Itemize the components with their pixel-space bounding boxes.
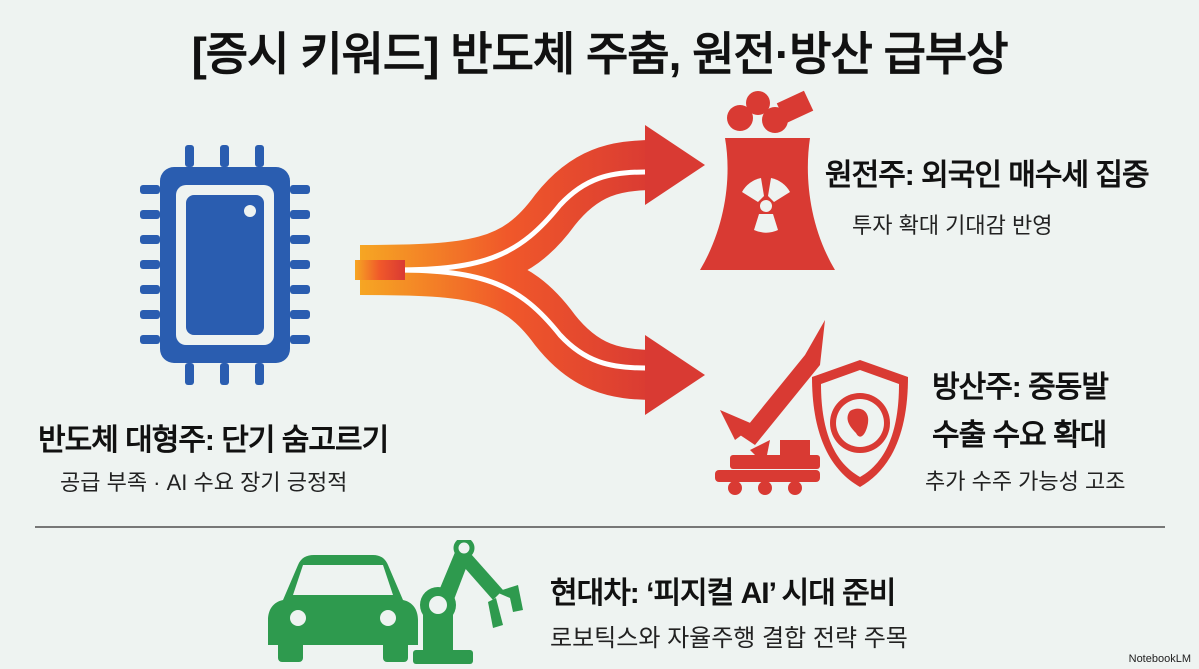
hyundai-heading: 현대차: ‘피지컬 AI’ 시대 준비 xyxy=(550,577,896,610)
defense-heading-line2: 수출 수요 확대 xyxy=(932,419,1107,452)
defense-sub: 추가 수주 가능성 고조 xyxy=(925,469,1126,494)
defense-heading-line1: 방산주: 중동발 xyxy=(932,371,1109,404)
chip-icon xyxy=(140,145,310,385)
semiconductor-sub: 공급 부족 · AI 수요 장기 긍정적 xyxy=(60,470,348,495)
nuclear-sub: 투자 확대 기대감 반영 xyxy=(852,213,1053,238)
car-robot-arm-icon xyxy=(268,540,523,664)
nuclear-heading: 원전주: 외국인 매수세 집중 xyxy=(825,159,1150,192)
divider xyxy=(35,526,1165,528)
semiconductor-heading: 반도체 대형주: 단기 숨고르기 xyxy=(38,424,389,457)
split-arrow-icon xyxy=(355,125,705,415)
page-title: [증시 키워드] 반도체 주춤, 원전·방산 급부상 xyxy=(191,28,1008,80)
missile-launcher-icon xyxy=(715,320,908,495)
notebooklm-watermark: NotebookLM xyxy=(1128,653,1191,665)
nuclear-plant-icon xyxy=(700,90,835,270)
hyundai-sub: 로보틱스와 자율주행 결합 전략 주목 xyxy=(550,625,908,652)
